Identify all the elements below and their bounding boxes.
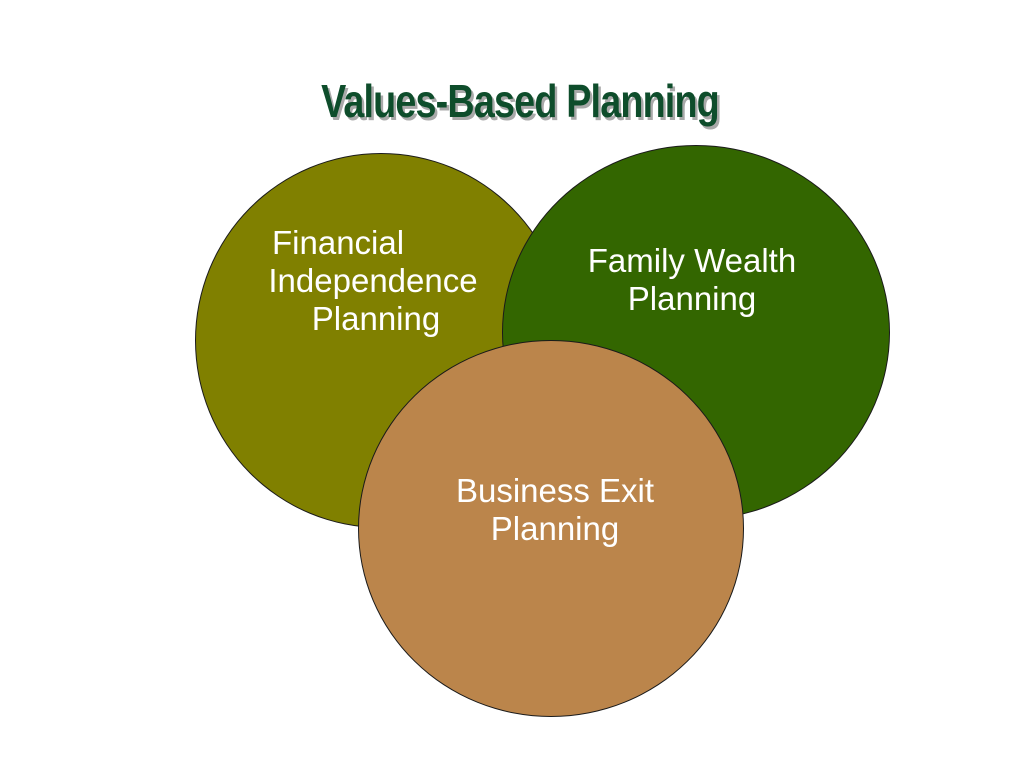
- financial-label-line-3: Planning: [311, 300, 441, 337]
- business-label-line-1: Business Exit: [455, 472, 655, 509]
- slide-title: Values-Based Planning: [321, 75, 720, 127]
- family-label-line-1: Family Wealth: [587, 242, 797, 279]
- financial-label-line-1: Financial: [272, 224, 405, 261]
- financial-label-line-2: Independence: [268, 262, 478, 299]
- family-wealth-label: Family Wealth Planning: [552, 242, 832, 318]
- business-exit-circle: [358, 340, 744, 717]
- business-label-line-2: Planning: [490, 510, 620, 547]
- financial-independence-label: Financial Independence Planning: [238, 224, 508, 338]
- business-exit-label: Business Exit Planning: [410, 472, 700, 548]
- family-label-line-2: Planning: [627, 280, 757, 317]
